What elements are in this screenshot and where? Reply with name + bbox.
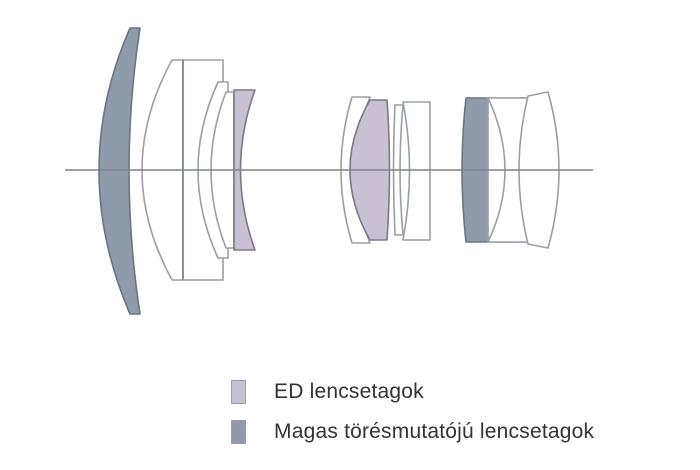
legend-item-high-index: Magas törésmutatójú lencsetagok [231,412,594,452]
legend-swatch-high-index [231,420,246,444]
lens-element-1-high-index [98,27,141,315]
lens-diagram [65,27,593,315]
lens-element-6-ed [233,89,256,251]
lens-element-10 [402,101,431,241]
legend: ED lencsetagok Magas törésmutatójú lencs… [231,372,594,452]
legend-item-ed: ED lencsetagok [231,372,594,412]
legend-label-ed: ED lencsetagok [274,380,424,403]
legend-swatch-ed [231,380,246,404]
legend-label-high-index: Magas törésmutatójú lencsetagok [274,420,595,443]
